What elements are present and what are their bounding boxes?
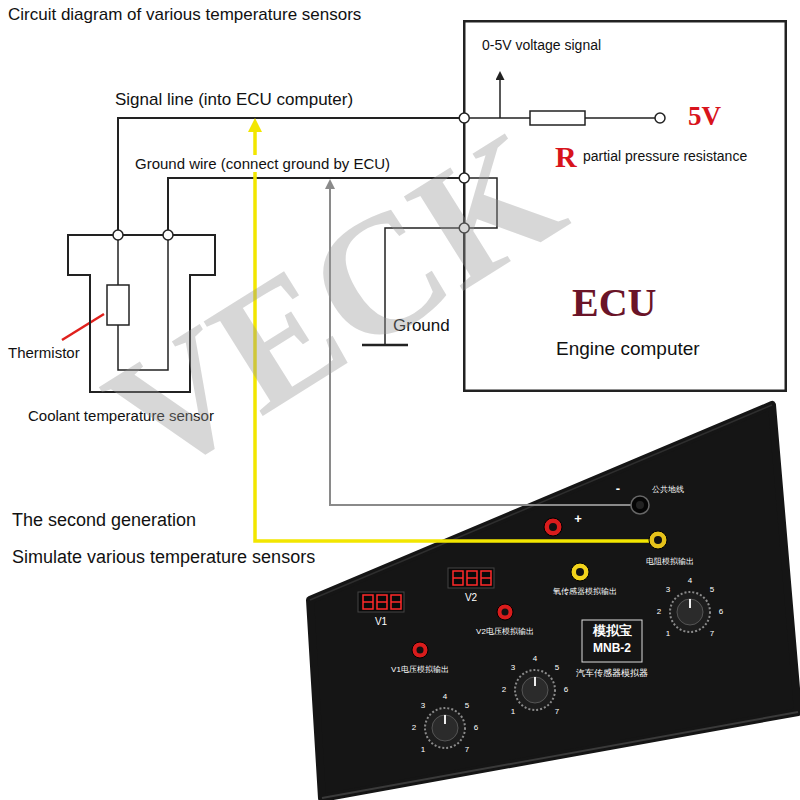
dial-number: 6 bbox=[474, 723, 478, 732]
promo-text: Simulate various temperature sensors bbox=[12, 547, 315, 568]
dial-number: 3 bbox=[421, 701, 425, 710]
resistor-caption: partial pressure resistance bbox=[583, 148, 747, 164]
model-number: MNB-2 bbox=[593, 642, 631, 656]
control-knob bbox=[670, 592, 710, 632]
dial-number: 7 bbox=[555, 707, 559, 716]
dial-number: 4 bbox=[533, 654, 537, 663]
dial-number: 5 bbox=[555, 663, 559, 672]
socket-jack bbox=[544, 518, 562, 536]
dial-number: 4 bbox=[443, 692, 447, 701]
wire-caption: Signal line (into ECU computer) bbox=[115, 90, 353, 110]
product-caption: 汽车传感器模拟器 bbox=[576, 668, 648, 678]
dial-number: 7 bbox=[710, 629, 714, 638]
device-body bbox=[310, 405, 798, 798]
jack-caption: 氧传感器模拟输出 bbox=[553, 587, 617, 596]
socket-jack bbox=[649, 531, 667, 549]
led-display bbox=[448, 568, 494, 588]
dial-number: 4 bbox=[688, 576, 692, 585]
jack-caption: 电阻模拟输出 bbox=[646, 557, 694, 566]
dial-number: 1 bbox=[421, 745, 425, 754]
device-edge bbox=[310, 405, 772, 600]
device-edge bbox=[322, 712, 798, 798]
polarity-mark: + bbox=[574, 512, 582, 527]
socket-jack bbox=[631, 496, 649, 514]
part-name: Thermistor bbox=[8, 344, 80, 361]
supply-terminal bbox=[655, 113, 665, 123]
display-caption: V2 bbox=[465, 592, 477, 604]
resistor-symbol bbox=[530, 111, 585, 125]
brand-name: 模拟宝 bbox=[593, 624, 632, 639]
polarity-mark: - bbox=[616, 482, 620, 497]
promo-text: The second generation bbox=[12, 510, 196, 531]
resistor-letter: R bbox=[555, 140, 577, 175]
name-plate bbox=[582, 620, 642, 662]
dial-number: 6 bbox=[564, 685, 568, 694]
unit-caption: Engine computer bbox=[556, 338, 700, 360]
wire-caption: Ground wire (connect ground by ECU) bbox=[133, 155, 392, 172]
control-knob bbox=[515, 670, 555, 710]
dial-number: 5 bbox=[710, 585, 714, 594]
socket-jack bbox=[497, 604, 513, 620]
unit-name: ECU bbox=[572, 280, 656, 326]
dial-number: 2 bbox=[657, 607, 661, 616]
wire-caption: 0-5V voltage signal bbox=[482, 37, 601, 53]
dial-number: 5 bbox=[465, 701, 469, 710]
jack-caption: V2电压模拟输出 bbox=[476, 627, 534, 636]
simulator-art bbox=[290, 395, 800, 800]
dial-number: 3 bbox=[511, 663, 515, 672]
simulator-box: 模拟宝 MNB-2 汽车传感器模拟器 bbox=[290, 395, 800, 800]
terminal-dot bbox=[163, 230, 173, 240]
control-knob bbox=[425, 708, 465, 748]
socket-jack bbox=[412, 642, 428, 658]
dial-number: 6 bbox=[719, 607, 723, 616]
dial-number: 1 bbox=[666, 629, 670, 638]
dial-number: 2 bbox=[502, 685, 506, 694]
dial-number: 7 bbox=[465, 745, 469, 754]
jack-caption: V1电压模拟输出 bbox=[391, 665, 449, 674]
dial-number: 2 bbox=[412, 723, 416, 732]
led-digits bbox=[363, 595, 401, 609]
led-digits bbox=[453, 571, 491, 585]
display-caption: V1 bbox=[375, 616, 387, 628]
supply-value: 5V bbox=[688, 101, 721, 132]
led-display bbox=[358, 592, 404, 612]
heading: Circuit diagram of various temperature s… bbox=[8, 5, 361, 25]
dial-number: 1 bbox=[511, 707, 515, 716]
dial-number: 3 bbox=[666, 585, 670, 594]
socket-jack bbox=[571, 563, 589, 581]
jack-caption: 公共地线 bbox=[652, 485, 684, 494]
terminal-dot bbox=[113, 230, 123, 240]
